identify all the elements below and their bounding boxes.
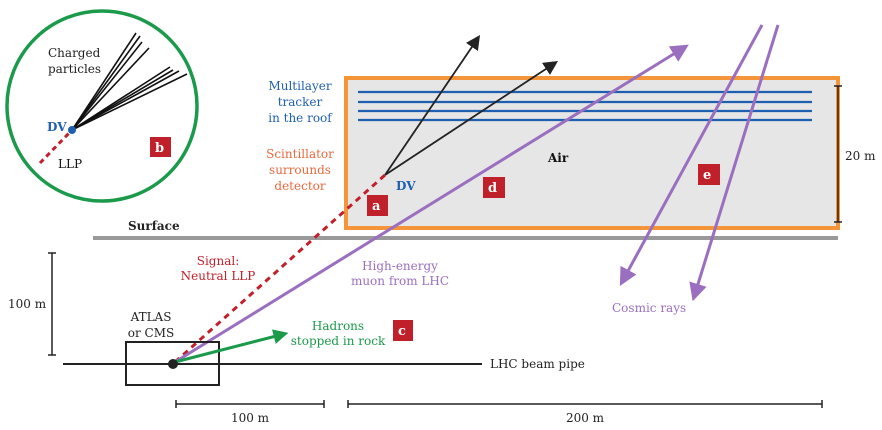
llp-path	[174, 173, 386, 364]
muon-path	[174, 44, 689, 364]
tag-b: b	[150, 137, 171, 157]
tag-d: d	[483, 177, 505, 198]
dv-label: DV	[47, 120, 67, 134]
svg-text:High-energy: High-energy	[362, 259, 438, 273]
atlas-box	[125, 341, 220, 386]
atlas-label: ATLAS or CMS	[128, 310, 174, 340]
tag-a: a	[367, 195, 388, 216]
height-bar	[834, 85, 842, 223]
cosmic-label: Cosmic rays	[612, 301, 686, 315]
svg-text:a: a	[372, 199, 381, 214]
svg-text:Neutral LLP: Neutral LLP	[181, 269, 256, 283]
scale-bar-left	[175, 400, 325, 408]
tag-e: e	[698, 164, 720, 185]
signal-label: Signal:Neutral LLP	[181, 254, 256, 283]
inset-circle: Charged particles DV LLP b	[5, 9, 199, 203]
scale-right-label: 200 m	[566, 411, 605, 425]
svg-text:surrounds: surrounds	[269, 163, 331, 177]
charged-tracks	[71, 32, 188, 131]
llp-label: LLP	[58, 157, 82, 171]
dv-label: DV	[396, 179, 416, 193]
scale-bar-right	[347, 400, 823, 408]
svg-text:or CMS: or CMS	[128, 326, 174, 340]
depth-label: 100 m	[8, 297, 47, 311]
svg-text:particles: particles	[48, 62, 101, 76]
scintillator-label: Scintillator surrounds detector	[266, 147, 334, 193]
svg-text:e: e	[703, 168, 711, 183]
svg-text:b: b	[155, 141, 164, 156]
svg-text:muon from LHC: muon from LHC	[351, 274, 449, 288]
svg-text:detector: detector	[274, 179, 325, 193]
interaction-point	[168, 359, 178, 369]
depth-bar	[48, 252, 56, 356]
air-label: Air	[547, 151, 569, 165]
dv-dot	[68, 126, 76, 134]
cosmic-ray	[619, 24, 764, 286]
cosmic-ray	[689, 24, 780, 302]
beam-label: LHC beam pipe	[490, 357, 585, 371]
svg-text:c: c	[398, 324, 406, 339]
svg-text:Hadrons: Hadrons	[312, 319, 364, 333]
svg-text:ATLAS: ATLAS	[130, 310, 172, 324]
svg-text:Signal:: Signal:	[197, 254, 240, 268]
surface-label: Surface	[128, 219, 180, 233]
decay-track	[384, 61, 559, 176]
tracks-label: Charged	[48, 46, 101, 60]
decay-track	[384, 35, 481, 176]
svg-text:in the roof: in the roof	[268, 111, 333, 125]
svg-text:Multilayer: Multilayer	[268, 79, 331, 93]
hadrons-arrow	[174, 329, 289, 364]
tracker-label: Multilayer tracker in the roof	[268, 79, 333, 125]
svg-text:tracker: tracker	[278, 95, 323, 109]
svg-text:d: d	[488, 181, 497, 196]
tag-c: c	[393, 320, 413, 341]
scale-left-label: 100 m	[231, 411, 270, 425]
height-label: 20 m	[845, 149, 876, 163]
svg-text:Scintillator: Scintillator	[266, 147, 334, 161]
svg-text:stopped in rock: stopped in rock	[291, 334, 386, 348]
